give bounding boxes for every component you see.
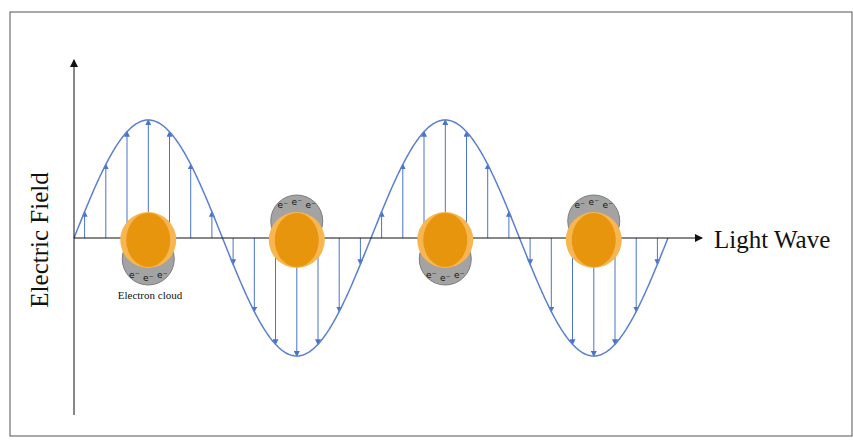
field-arrow — [339, 238, 340, 312]
field-arrow — [636, 238, 637, 312]
field-arrow — [254, 238, 255, 312]
x-axis-label: Light Wave — [714, 226, 830, 254]
y-axis-label: Electric Field — [26, 172, 54, 307]
electron-label: e⁻ — [143, 273, 153, 283]
field-arrow — [551, 238, 552, 312]
field-arrow — [84, 212, 85, 238]
field-arrow — [211, 212, 212, 238]
field-arrow — [105, 164, 106, 238]
cloud-label: Electron cloud — [118, 289, 182, 301]
nucleus-inner — [126, 213, 170, 267]
electron-label: e⁻ — [575, 200, 585, 210]
electron-label: e⁻ — [129, 270, 139, 280]
nucleus-outer — [269, 212, 325, 268]
electron-label: e⁻ — [306, 200, 316, 210]
field-arrow — [487, 164, 488, 238]
electron-label: e⁻ — [292, 197, 302, 207]
field-arrow — [508, 212, 509, 238]
field-arrow — [190, 164, 191, 238]
electron-label: e⁻ — [589, 197, 599, 207]
field-arrow — [233, 238, 234, 264]
nucleus-inner — [275, 213, 319, 267]
nucleus-outer — [120, 212, 176, 268]
electron-label: e⁻ — [157, 270, 167, 280]
nucleus-inner — [423, 213, 467, 267]
electron-label: e⁻ — [603, 200, 613, 210]
electron-label: e⁻ — [454, 270, 464, 280]
field-arrow — [402, 164, 403, 238]
frame — [10, 12, 852, 436]
field-arrow — [381, 212, 382, 238]
field-arrow — [360, 238, 361, 264]
electron-label: e⁻ — [426, 270, 436, 280]
nucleus-outer — [566, 212, 622, 268]
nucleus-outer — [417, 212, 473, 268]
electron-label: e⁻ — [278, 200, 288, 210]
field-arrow — [657, 238, 658, 264]
field-arrow — [530, 238, 531, 264]
atoms — [120, 195, 622, 285]
electron-label: e⁻ — [440, 273, 450, 283]
nucleus-inner — [572, 213, 616, 267]
